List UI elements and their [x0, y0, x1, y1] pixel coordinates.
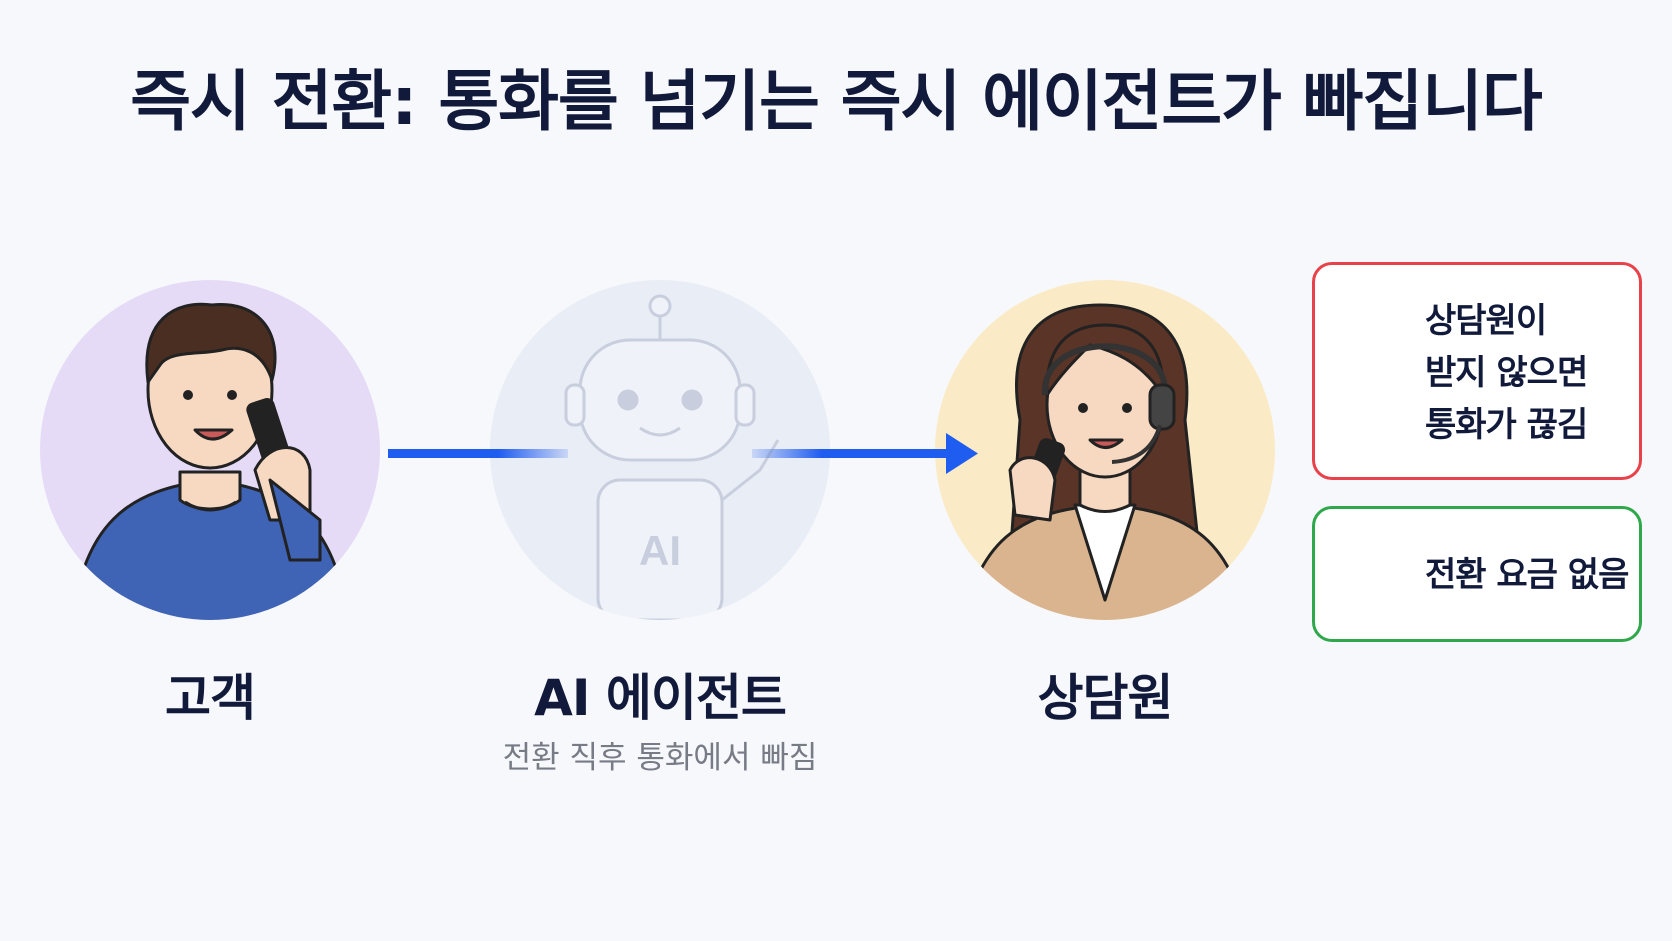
warning-line: 통화가 끊김	[1425, 405, 1588, 445]
robot-illustration: AI	[564, 294, 780, 620]
agent-circle	[490, 280, 830, 620]
robot-badge: AI	[639, 527, 681, 574]
customer-label: 고객	[165, 669, 256, 727]
warning-note: 상담원이 받지 않으면 통화가 끊김	[1312, 262, 1642, 480]
warning-line: 상담원이	[1425, 301, 1547, 341]
page-title: 즉시 전환: 통화를 넘기는 즉시 에이전트가 빠집니다	[130, 63, 1542, 140]
ok-line: 전환 요금 없음	[1425, 555, 1629, 595]
warning-line: 받지 않으면	[1425, 353, 1588, 393]
counselor-label: 상담원	[1037, 669, 1174, 727]
ok-note: 전환 요금 없음	[1312, 506, 1642, 642]
agent-sublabel: 전환 직후 통화에서 빠짐	[502, 740, 818, 776]
customer-illustration	[68, 302, 352, 620]
transfer-arrow	[388, 433, 978, 474]
agent-label: AI 에이전트	[534, 669, 787, 727]
